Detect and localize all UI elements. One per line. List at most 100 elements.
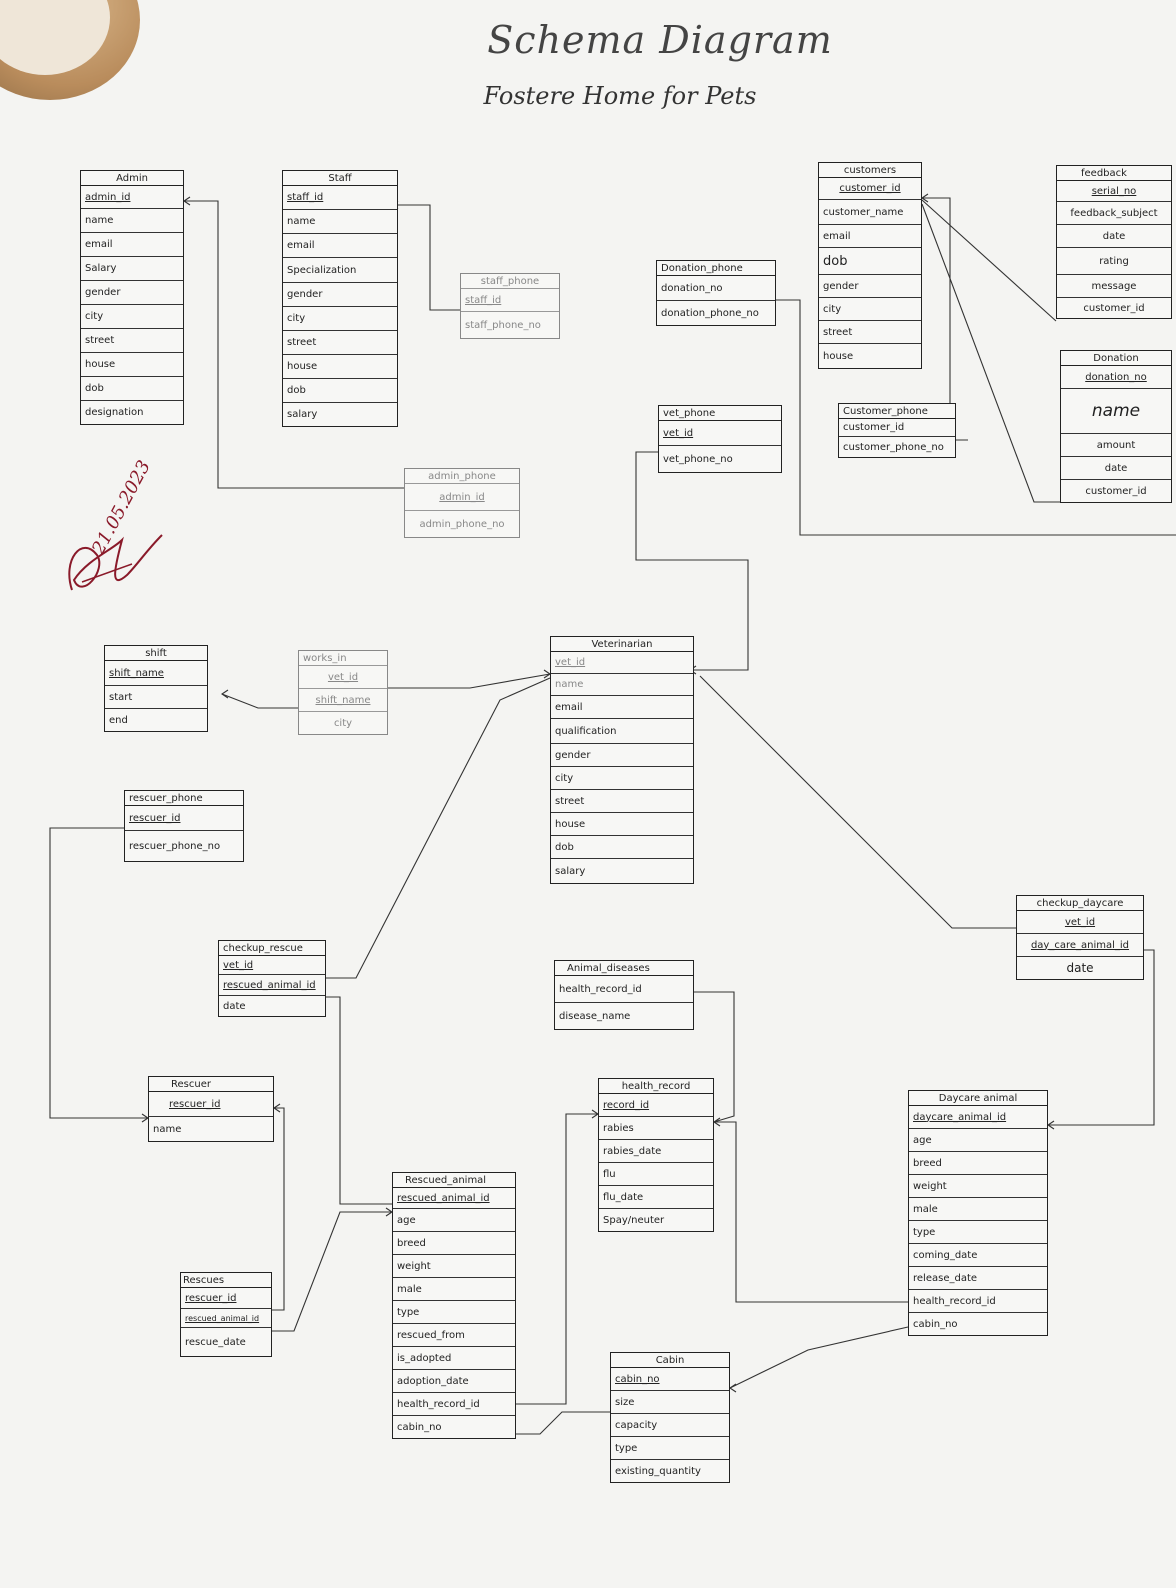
table-feedback: feedback serial_no feedback_subject date…: [1056, 165, 1172, 319]
table-field: breed: [393, 1232, 515, 1255]
table-title: Cabin: [611, 1353, 729, 1368]
table-title: Veterinarian: [551, 637, 693, 652]
table-field: designation: [85, 407, 144, 418]
link-staff-phone-staff: [392, 204, 460, 311]
table-field: vet_id: [659, 421, 781, 446]
table-field: gender: [283, 283, 397, 307]
table-field: city: [551, 767, 693, 790]
table-field: breed: [909, 1152, 1047, 1175]
table-field: cabin_no: [611, 1368, 729, 1391]
table-admin-phone: admin_phone admin_id admin_phone_no: [404, 468, 520, 538]
table-field: dob: [819, 248, 921, 275]
table-field: serial_no: [1057, 181, 1171, 202]
table-field: rescued_animal_id: [219, 975, 325, 996]
table-field: end: [109, 714, 128, 726]
table-staff-phone: staff_phone staff_id staff_phone_no: [460, 273, 560, 339]
table-field: shift_name: [105, 661, 207, 686]
table-title: staff_phone: [461, 274, 559, 289]
table-field: vet_id: [299, 666, 387, 689]
link-rescued-cabin: [516, 1411, 610, 1435]
link-rescues-rescued: [272, 1211, 392, 1332]
table-field: rescued_animal_id: [393, 1188, 515, 1209]
table-field: city: [333, 717, 353, 729]
table-field: vet_id: [551, 652, 693, 674]
table-title: Daycare animal: [909, 1091, 1047, 1106]
table-field: feedback_subject: [1057, 202, 1171, 225]
table-field: day_care_animal_id: [1017, 934, 1143, 957]
table-field: shift_name: [299, 689, 387, 712]
table-title: checkup_rescue: [219, 941, 325, 956]
arrowhead: [183, 196, 191, 206]
link-rescued-health: [516, 1113, 598, 1405]
table-field: admin_id: [81, 186, 183, 209]
arrowhead: [273, 1103, 281, 1113]
table-field: admin_phone_no: [419, 518, 505, 530]
table-title: health_record: [599, 1079, 713, 1094]
link-checkup-rescue-rescued: [326, 996, 392, 1205]
table-field: customer_id: [1085, 485, 1147, 497]
table-field: customer_name: [819, 200, 921, 225]
table-veterinarian: Veterinarian vet_id name email qualifica…: [550, 636, 694, 884]
table-field: salary: [287, 409, 318, 420]
table-field: is_adopted: [393, 1347, 515, 1370]
table-field: rescued_animal_id: [181, 1309, 271, 1328]
table-field: date: [1066, 961, 1094, 975]
link-daycare-cabin: [729, 1326, 909, 1389]
table-field: rescuer_id: [125, 806, 243, 831]
table-field: name: [153, 1123, 182, 1135]
table-field: name: [551, 674, 693, 696]
link-diseases-health: [694, 991, 735, 1123]
table-field: street: [81, 329, 183, 353]
link-vet-phone-vet: [635, 451, 749, 671]
table-field: gender: [81, 281, 183, 305]
table-field: email: [819, 225, 921, 248]
table-field: staff_phone_no: [465, 319, 541, 331]
table-field: daycare_animal_id: [909, 1106, 1047, 1129]
table-field: name: [1061, 389, 1171, 434]
table-admin: Admin admin_id name email Salary gender …: [80, 170, 184, 425]
link-checkup-rescue-vet: [326, 677, 551, 979]
table-title: Staff: [283, 171, 397, 186]
table-field: dob: [81, 377, 183, 401]
table-field: rescuer_id: [181, 1288, 271, 1309]
table-field: house: [551, 813, 693, 836]
table-field: weight: [393, 1255, 515, 1278]
table-field: street: [819, 321, 921, 344]
table-title: Rescued_animal: [393, 1173, 515, 1188]
table-field: dob: [551, 836, 693, 859]
table-field: rabies_date: [599, 1140, 713, 1163]
table-title: Donation: [1061, 351, 1171, 366]
table-donation-phone: Donation_phone donation_no donation_phon…: [656, 260, 776, 326]
link-daycare-health: [714, 1121, 908, 1303]
table-field: type: [909, 1221, 1047, 1244]
table-title: Customer_phone: [839, 404, 955, 419]
table-field: date: [223, 1000, 246, 1012]
diagram-subtitle: Fostere Home for Pets: [483, 82, 757, 110]
table-daycare-animal: Daycare animal daycare_animal_id age bre…: [908, 1090, 1048, 1336]
table-customers: customers customer_id customer_name emai…: [818, 162, 922, 369]
table-field: name: [81, 209, 183, 233]
table-title: feedback: [1057, 166, 1171, 181]
table-field: health_record_id: [555, 976, 693, 1003]
table-field: vet_id: [1017, 911, 1143, 934]
table-field: dob: [283, 379, 397, 403]
link-checkup-daycare-daycare: [1048, 949, 1155, 1126]
table-field: cabin_no: [397, 1421, 442, 1433]
table-title: works_in: [299, 651, 387, 666]
link-admin-phone-admin: [184, 200, 404, 489]
table-field: date: [1057, 225, 1171, 248]
table-title: Donation_phone: [657, 261, 775, 276]
table-title: customers: [819, 163, 921, 178]
table-field: record_id: [599, 1094, 713, 1117]
table-title: vet_phone: [659, 406, 781, 421]
table-field: gender: [551, 744, 693, 767]
table-field: customer_id: [1083, 302, 1145, 314]
table-field: city: [819, 298, 921, 321]
table-field: male: [393, 1278, 515, 1301]
table-customer-phone: Customer_phone customer_id customer_phon…: [838, 403, 956, 458]
table-field: customer_id: [819, 178, 921, 200]
table-field: email: [551, 696, 693, 719]
table-field: rescuer_phone_no: [129, 840, 221, 852]
table-field: date: [1061, 457, 1171, 480]
